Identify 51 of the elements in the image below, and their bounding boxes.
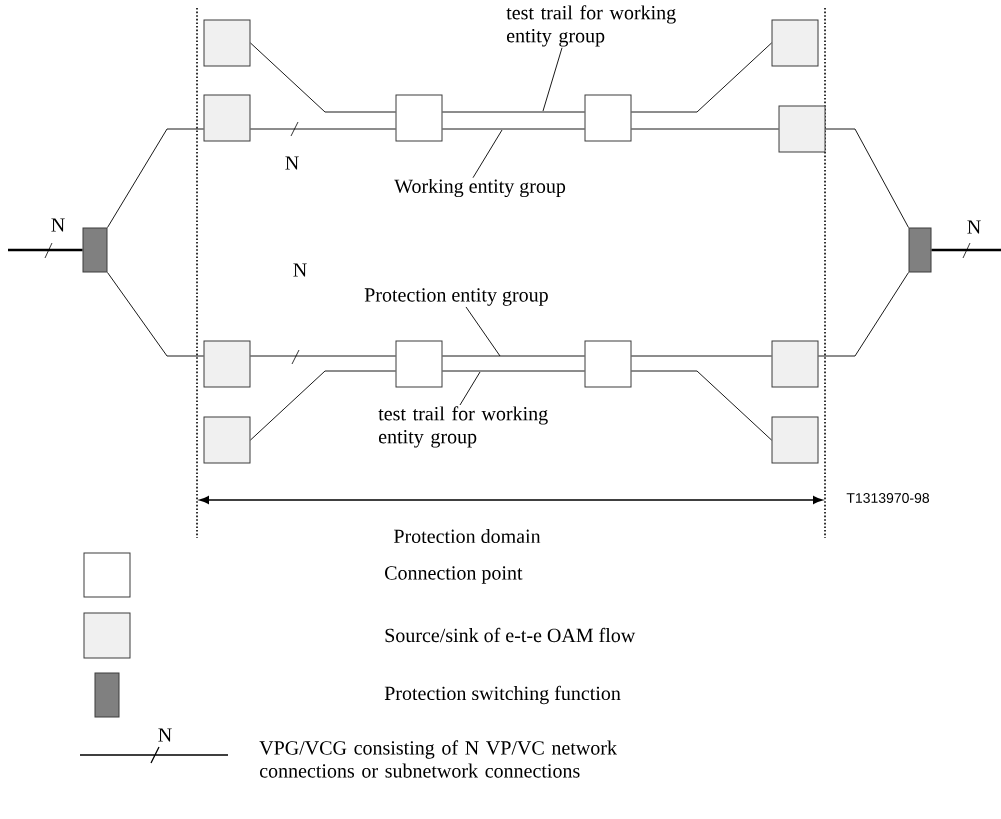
connection-point-box bbox=[584, 340, 632, 388]
connection-line bbox=[442, 128, 585, 130]
legend-text: Protection switching function bbox=[384, 685, 621, 705]
connection-line bbox=[8, 248, 83, 252]
switch-box bbox=[908, 227, 932, 273]
count-label: N bbox=[967, 220, 981, 234]
count-label: N bbox=[293, 263, 307, 277]
connection-line bbox=[442, 370, 585, 372]
connection-line bbox=[442, 355, 585, 357]
source-sink-box bbox=[778, 105, 826, 153]
connection-line bbox=[631, 355, 772, 357]
leader-line bbox=[472, 129, 503, 179]
leader-line bbox=[542, 47, 563, 112]
connection-point-box bbox=[395, 340, 443, 388]
source-sink-box bbox=[203, 340, 251, 388]
switch-box bbox=[82, 227, 108, 273]
legend-text: Connection point bbox=[385, 566, 523, 584]
count-label: N bbox=[51, 218, 65, 232]
legend-text: VPG/VCG consisting of N VP/VC network connections or subnetwork connections bbox=[259, 740, 617, 778]
connection-line bbox=[631, 370, 772, 441]
connection-line bbox=[250, 370, 396, 441]
connection-line bbox=[931, 248, 1001, 252]
connection-point-box bbox=[395, 94, 443, 142]
count-label: N bbox=[158, 728, 172, 742]
callout-text: Protection entity group bbox=[364, 288, 548, 306]
connection-line bbox=[250, 128, 396, 130]
connection-line bbox=[442, 111, 585, 113]
connection-point-box bbox=[584, 94, 632, 142]
connection-line bbox=[631, 42, 772, 113]
connection-line bbox=[818, 272, 909, 357]
source-sink-box bbox=[771, 19, 819, 67]
leader-line bbox=[459, 371, 481, 406]
callout-text: test trail for working entity group bbox=[506, 5, 676, 47]
figure-number: T1313970-98 bbox=[846, 493, 930, 503]
source-sink-box bbox=[203, 94, 251, 142]
legend-text: Source/sink of e-t-e OAM flow bbox=[385, 627, 636, 643]
leader-line bbox=[465, 306, 501, 357]
source-sink-box bbox=[203, 416, 251, 464]
source-sink-box bbox=[771, 416, 819, 464]
connection-line bbox=[631, 128, 779, 130]
connection-line bbox=[825, 128, 909, 228]
dimension-label: Protection domain bbox=[394, 528, 541, 544]
connection-line bbox=[107, 128, 204, 228]
callout-text: test trail for working entity group bbox=[378, 406, 548, 448]
count-label: N bbox=[285, 156, 299, 170]
connection-line bbox=[107, 272, 204, 357]
callout-text: Working entity group bbox=[394, 178, 566, 198]
source-sink-box bbox=[203, 19, 251, 67]
connection-line bbox=[250, 42, 396, 113]
connection-line bbox=[250, 355, 396, 357]
source-sink-box bbox=[771, 340, 819, 388]
